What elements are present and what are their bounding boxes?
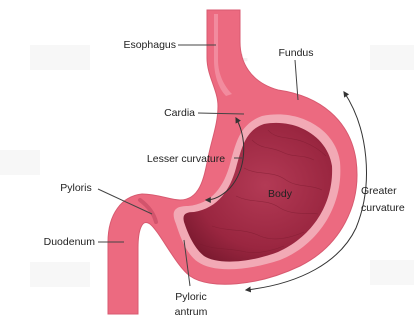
label-pyloris: Pyloris [60, 182, 92, 194]
label-pyloric-antrum-line1: Pyloric [175, 291, 207, 303]
label-esophagus: Esophagus [123, 39, 176, 51]
label-greater-curvature-line2: curvature [361, 202, 405, 214]
label-fundus: Fundus [278, 47, 313, 59]
label-greater-curvature-line1: Greater [361, 185, 397, 197]
label-pyloric-antrum-line2: antrum [175, 306, 208, 318]
label-body: Body [268, 188, 293, 200]
label-duodenum: Duodenum [44, 236, 96, 248]
label-lesser-curvature: Lesser curvature [147, 153, 225, 165]
label-cardia: Cardia [164, 107, 195, 119]
stomach [108, 10, 357, 314]
